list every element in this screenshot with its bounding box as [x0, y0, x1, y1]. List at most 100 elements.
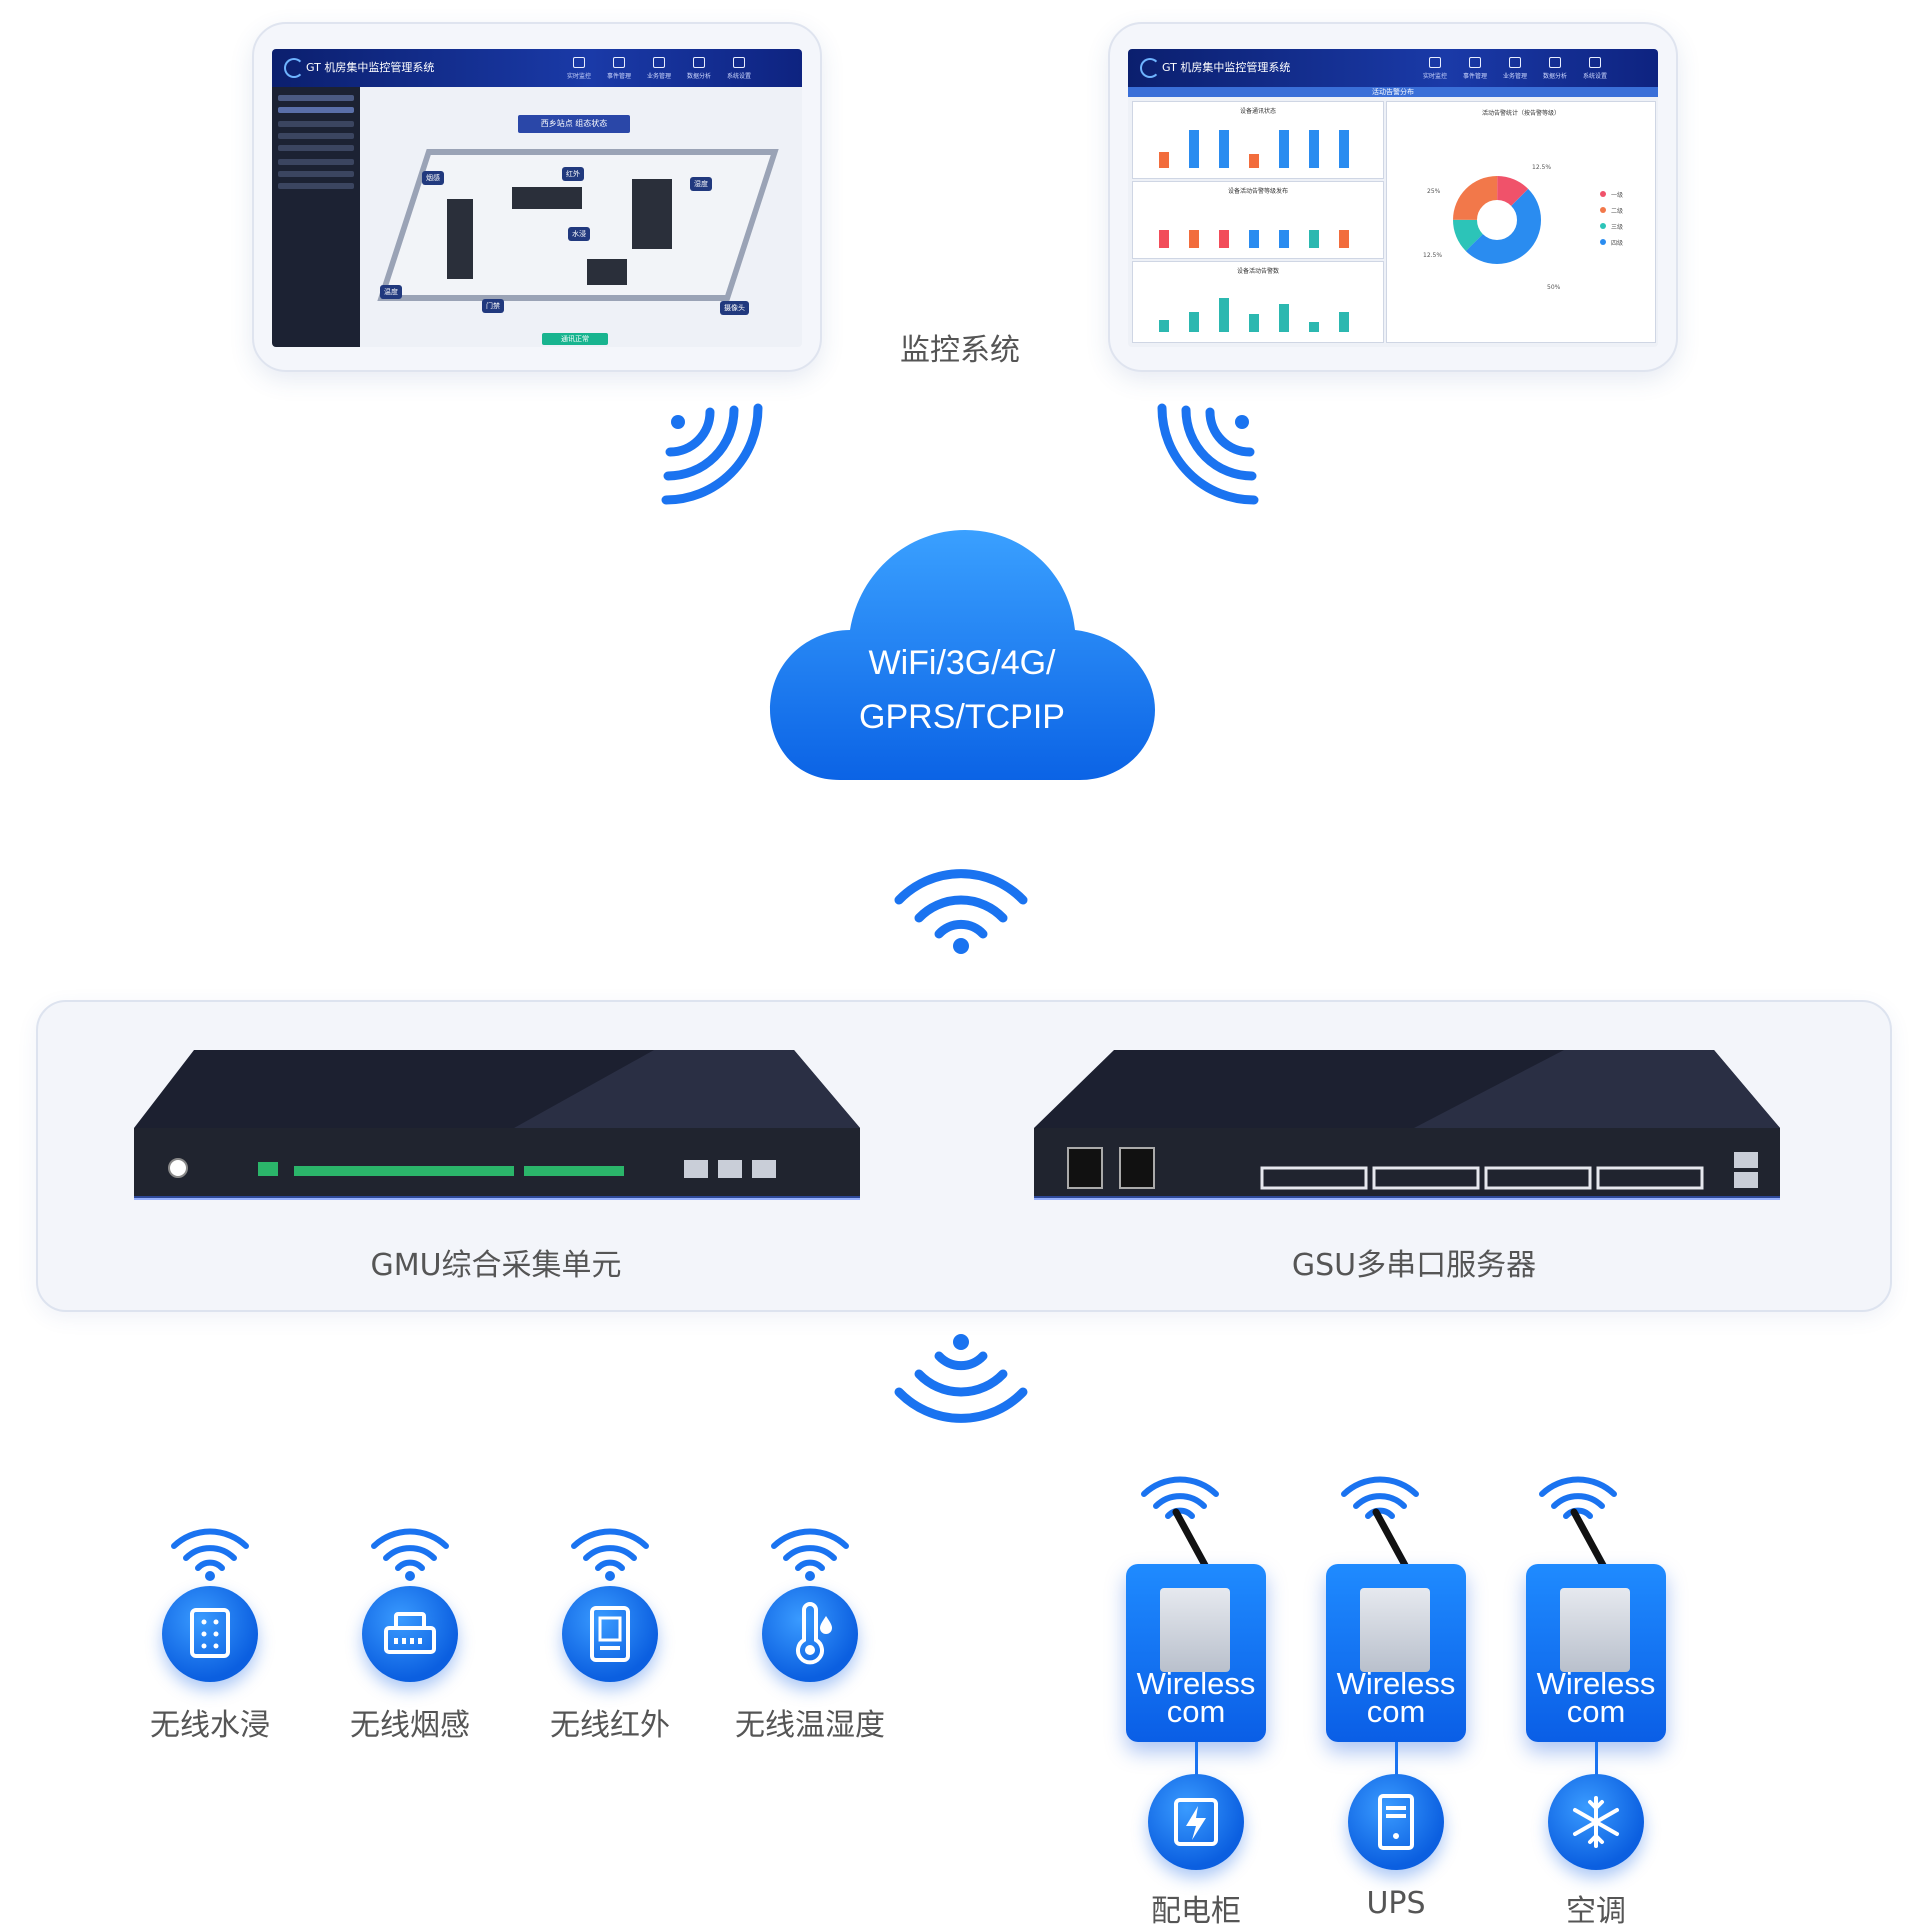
snowflake-icon	[1548, 1774, 1644, 1870]
panel-alarm-level: 设备活动告警等级发布	[1132, 181, 1384, 259]
bar-chart-count	[1159, 298, 1349, 332]
thermometer-icon	[762, 1586, 858, 1682]
event-icon	[1469, 57, 1481, 68]
panel-comm-status: 设备通讯状态	[1132, 101, 1384, 179]
wireless-module-3: Wireless com	[1526, 1564, 1666, 1742]
wifi-icon	[771, 1528, 849, 1581]
business-icon	[1509, 57, 1521, 68]
module-text: Wireless	[1136, 1666, 1256, 1701]
monitor-icon	[1429, 57, 1441, 68]
water-leak-icon	[162, 1586, 258, 1682]
server-rack	[587, 259, 627, 285]
app-title: GT 机房集中监控管理系统	[1162, 61, 1291, 74]
server-rack	[512, 187, 582, 209]
nav-analysis[interactable]: 数据分析	[684, 55, 714, 83]
nav-settings[interactable]: 系统设置	[724, 55, 754, 83]
bar-chart-level	[1159, 230, 1349, 248]
app-logo-icon	[1140, 58, 1160, 78]
nav-business[interactable]: 业务管理	[644, 55, 674, 83]
nav-realtime[interactable]: 实时监控	[1420, 55, 1450, 83]
gmu-label: GMU综合采集单元	[370, 1248, 622, 1283]
smoke-detector-icon	[362, 1586, 458, 1682]
wireless-module-2: Wireless com	[1326, 1564, 1466, 1742]
tag-infrared[interactable]: 红外	[562, 167, 584, 181]
pie-legend: 二级	[1611, 208, 1624, 215]
status-button[interactable]: 通讯正常	[542, 333, 608, 345]
nav-realtime[interactable]: 实时监控	[564, 55, 594, 83]
alarm-header: 活动告警分布	[1128, 87, 1658, 97]
nav-events[interactable]: 事件管理	[1460, 55, 1490, 83]
module-text: Wireless	[1536, 1666, 1656, 1701]
nav-business[interactable]: 业务管理	[1500, 55, 1530, 83]
tag-camera[interactable]: 摄像头	[720, 301, 749, 315]
modem-icon	[1560, 1588, 1630, 1672]
pie-label: 50%	[1547, 284, 1561, 291]
app-logo-icon	[284, 58, 304, 78]
app-title: GT 机房集中监控管理系统	[306, 61, 435, 74]
donut-chart	[1453, 176, 1606, 264]
target-label: UPS	[1366, 1886, 1426, 1921]
event-icon	[613, 57, 625, 68]
panel-alarm-count: 设备活动告警数	[1132, 261, 1384, 343]
monitor-tablet-left: GT 机房集中监控管理系统 实时监控 事件管理 业务管理 数据分析 系统设置 西…	[252, 22, 822, 372]
pie-legend: 四级	[1611, 240, 1624, 247]
server-rack	[447, 199, 473, 279]
screen-header: GT 机房集中监控管理系统 实时监控 事件管理 业务管理 数据分析 系统设置	[1128, 49, 1658, 87]
tag-temperature[interactable]: 温度	[380, 285, 402, 299]
wifi-icon	[571, 1528, 649, 1581]
tag-humidity[interactable]: 湿度	[690, 177, 712, 191]
nav-events[interactable]: 事件管理	[604, 55, 634, 83]
sensor-label: 无线烟感	[350, 1708, 470, 1743]
sensor-label: 无线水浸	[150, 1708, 270, 1743]
business-icon	[653, 57, 665, 68]
bar-chart-comm	[1159, 130, 1349, 168]
wifi-icon	[894, 869, 1028, 954]
pie-label: 12.5%	[1532, 164, 1552, 171]
connector-line	[1395, 1742, 1398, 1776]
screen-header: GT 机房集中监控管理系统 实时监控 事件管理 业务管理 数据分析 系统设置	[272, 49, 802, 87]
wifi-icon	[1341, 1476, 1419, 1519]
devices-panel: GMU综合采集单元 GSU多串口服务器	[36, 1000, 1892, 1312]
target-label: 空调	[1566, 1894, 1626, 1929]
wifi-icon	[1539, 1476, 1617, 1519]
target-label: 配电柜	[1151, 1894, 1241, 1929]
screen-sidebar	[272, 87, 360, 347]
modem-icon	[1160, 1588, 1230, 1672]
tag-water[interactable]: 水浸	[568, 227, 590, 241]
gsu-label: GSU多串口服务器	[1291, 1248, 1537, 1283]
power-cabinet-icon	[1148, 1774, 1244, 1870]
signal-arcs-icon	[661, 403, 763, 505]
module-text: com	[1166, 1694, 1226, 1729]
wifi-icon	[371, 1528, 449, 1581]
modem-icon	[1360, 1588, 1430, 1672]
infrared-sensor-icon	[562, 1586, 658, 1682]
monitor-system-label: 监控系统	[900, 333, 1020, 368]
gear-icon	[733, 57, 745, 68]
gmu-device	[134, 1050, 860, 1200]
monitor-screen-right: GT 机房集中监控管理系统 实时监控 事件管理 业务管理 数据分析 系统设置 活…	[1128, 49, 1658, 347]
pie-label: 12.5%	[1423, 252, 1443, 259]
gear-icon	[1589, 57, 1601, 68]
module-text: com	[1566, 1694, 1626, 1729]
nav-settings[interactable]: 系统设置	[1580, 55, 1610, 83]
tag-smoke[interactable]: 烟感	[422, 171, 444, 185]
module-text: Wireless	[1336, 1666, 1456, 1701]
connector-line	[1195, 1742, 1198, 1776]
monitor-tablet-right: GT 机房集中监控管理系统 实时监控 事件管理 业务管理 数据分析 系统设置 活…	[1108, 22, 1678, 372]
monitor-icon	[573, 57, 585, 68]
module-text: com	[1366, 1694, 1426, 1729]
wifi-icon	[171, 1528, 249, 1581]
pie-legend: 三级	[1611, 224, 1624, 231]
chart-icon	[1549, 57, 1561, 68]
nav-analysis[interactable]: 数据分析	[1540, 55, 1570, 83]
chart-icon	[693, 57, 705, 68]
signal-arcs-icon	[1157, 403, 1259, 505]
sensor-label: 无线温湿度	[735, 1708, 885, 1743]
connector-line	[1595, 1742, 1598, 1776]
pie-label: 25%	[1427, 188, 1441, 195]
tag-door[interactable]: 门禁	[482, 299, 504, 313]
cloud-icon	[770, 530, 1155, 780]
cloud-protocols: WiFi/3G/4G/ GPRS/TCPIP	[859, 644, 1065, 736]
server-rack	[632, 179, 672, 249]
wireless-module-1: Wireless com	[1126, 1564, 1266, 1742]
